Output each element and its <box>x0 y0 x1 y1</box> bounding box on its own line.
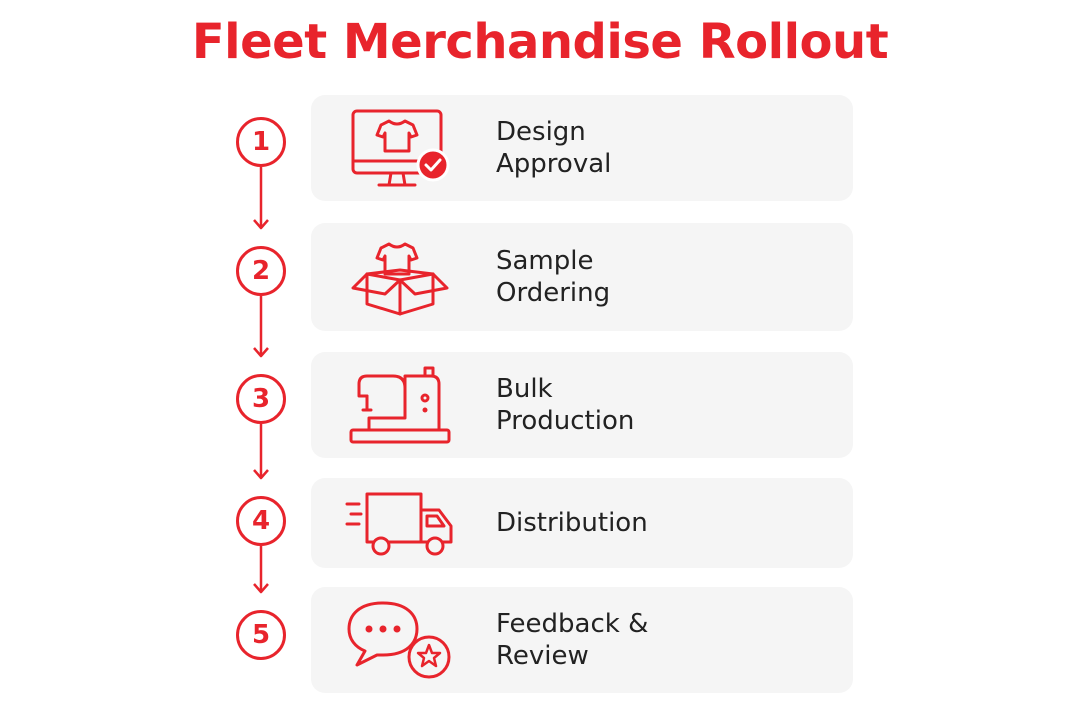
chat-star-icon <box>347 601 451 679</box>
step-card-2: Sample Ordering <box>311 223 853 331</box>
step-number-2: 2 <box>236 246 286 296</box>
step-label-5-line-1: Feedback & <box>496 609 649 639</box>
step-card-5: Feedback & Review <box>311 587 853 693</box>
page-title: Fleet Merchandise Rollout <box>191 14 889 70</box>
connector-arrow-3-4 <box>253 424 269 480</box>
connector-arrow-1-2 <box>253 167 269 230</box>
step-label-2: Sample Ordering <box>496 245 610 309</box>
step-card-3: Bulk Production <box>311 352 853 458</box>
connector-arrow-4-5 <box>253 546 269 594</box>
step-label-5-line-2: Review <box>496 641 589 671</box>
step-label-2-line-1: Sample <box>496 246 594 276</box>
step-label-1: Design Approval <box>496 116 611 180</box>
step-label-3: Bulk Production <box>496 373 634 437</box>
step-label-4-line-1: Distribution <box>496 508 648 538</box>
step-number-5: 5 <box>236 610 286 660</box>
step-number-4: 4 <box>236 496 286 546</box>
connector-arrow-2-3 <box>253 296 269 358</box>
step-label-4: Distribution <box>496 507 648 539</box>
step-label-3-line-2: Production <box>496 406 635 436</box>
step-label-2-line-2: Ordering <box>496 278 611 308</box>
delivery-truck-icon <box>345 492 453 556</box>
box-shirt-icon <box>351 242 449 316</box>
step-label-1-line-1: Design <box>496 117 586 147</box>
step-label-5: Feedback & Review <box>496 608 648 672</box>
monitor-shirt-check-icon <box>351 109 450 187</box>
step-number-3: 3 <box>236 374 286 424</box>
step-card-4: Distribution <box>311 478 853 568</box>
step-label-3-line-1: Bulk <box>496 374 553 404</box>
step-label-1-line-2: Approval <box>496 149 612 179</box>
sewing-machine-icon <box>349 366 451 444</box>
step-card-1: Design Approval <box>311 95 853 201</box>
step-number-1: 1 <box>236 117 286 167</box>
